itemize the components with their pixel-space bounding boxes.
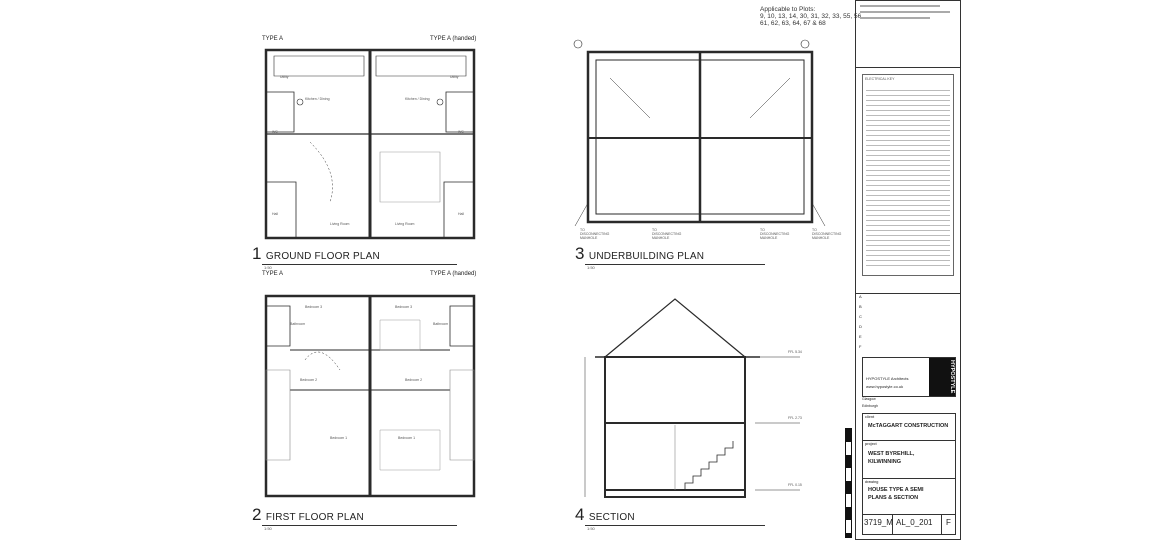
- revision-row: E: [859, 334, 862, 339]
- manhole-label: TO DISCONNECTING MANHOLE: [580, 228, 610, 240]
- underbuilding-plan-drawing: [573, 39, 830, 228]
- drawing-number: 2: [252, 505, 262, 524]
- drawing-label: drawing: [865, 480, 879, 484]
- scale-bar: [845, 428, 852, 538]
- drawing-name-1: HOUSE TYPE A SEMI: [868, 487, 924, 493]
- drawing-title-1: 1 GROUND FLOOR PLAN 1:50: [252, 244, 457, 270]
- practice-name: HYPOSTYLE Architects: [866, 376, 909, 381]
- drawing-name-2: PLANS & SECTION: [868, 495, 919, 501]
- drawing-title: FIRST FLOOR PLAN: [265, 512, 364, 523]
- first-floor-plan-drawing: [250, 280, 490, 505]
- plots-note: Applicable to Plots: 9, 10, 13, 14, 30, …: [760, 6, 863, 27]
- office-glasgow: Glasgow: [862, 397, 876, 401]
- title-block: ELECTRICAL KEY A B C D E F HYPOSTYLE HYP…: [855, 0, 961, 540]
- plots-heading: Applicable to Plots:: [760, 6, 816, 13]
- type-a-handed-label-ff: TYPE A (handed): [430, 271, 477, 277]
- revision-row: B: [859, 304, 862, 309]
- level-label: FFL 0.15: [788, 483, 802, 487]
- type-a-handed-label-gf: TYPE A (handed): [430, 36, 477, 42]
- electrical-key-panel: ELECTRICAL KEY: [862, 74, 954, 276]
- project-info: client McTAGGART CONSTRUCTION project WE…: [862, 413, 956, 535]
- job-number: 3719_M: [864, 518, 893, 527]
- drawing-title-2: 2 FIRST FLOOR PLAN 1:50: [252, 505, 457, 531]
- drawing-scale: 1:50: [264, 265, 272, 270]
- drawing-title: GROUND FLOOR PLAN: [265, 251, 380, 262]
- current-revision: F: [946, 518, 951, 527]
- revisions-table: A B C D E F: [856, 293, 960, 356]
- manhole-label: TO DISCONNECTING MANHOLE: [812, 228, 842, 240]
- room-label: Utility: [280, 75, 289, 79]
- offices: Glasgow Edinburgh: [862, 397, 878, 408]
- room-label: Bedroom 3: [395, 305, 413, 309]
- room-label: Kitchen / Dining: [305, 97, 330, 101]
- revision-row: F: [859, 344, 862, 349]
- drawing-title-4: 4 SECTION 1:50: [575, 505, 765, 531]
- type-a-label-gf: TYPE A: [262, 36, 284, 42]
- practice-website[interactable]: www.hypostyle.co.uk: [866, 384, 904, 389]
- type-a-label-ff: TYPE A: [262, 271, 284, 277]
- room-label: Bedroom 1: [330, 436, 348, 440]
- project-label: project: [865, 442, 877, 446]
- room-label: Living Room: [395, 222, 415, 226]
- section-drawing: [575, 295, 805, 505]
- level-label: FFL 2.73: [788, 416, 802, 420]
- project-name-2: KILWINNING: [868, 459, 901, 465]
- drawing-number: 4: [575, 505, 585, 524]
- manhole-label: TO DISCONNECTING MANHOLE: [760, 228, 790, 240]
- drawing-scale: 1:50: [587, 265, 595, 270]
- plots-line-1: 9, 10, 13, 14, 30, 31, 32, 33, 55, 56,: [760, 13, 863, 20]
- drawing-title: UNDERBUILDING PLAN: [588, 251, 705, 262]
- drawing-scale: 1:50: [587, 526, 595, 531]
- notes-panel: [856, 5, 960, 68]
- revision-row: D: [859, 324, 862, 329]
- plots-line-2: 61, 62, 63, 64, 67 & 68: [760, 20, 826, 27]
- room-label: Bedroom 2: [300, 378, 318, 382]
- room-label: Kitchen / Dining: [405, 97, 430, 101]
- room-label: Bedroom 3: [305, 305, 323, 309]
- drawing-number: 3: [575, 244, 585, 263]
- room-label: Living Room: [330, 222, 350, 226]
- manhole-label: TO DISCONNECTING MANHOLE: [652, 228, 682, 240]
- room-label: WC: [458, 130, 464, 134]
- office-edinburgh: Edinburgh: [862, 404, 878, 408]
- room-label: Bedroom 2: [405, 378, 423, 382]
- level-label: FFL 5.34: [788, 350, 802, 354]
- room-label: WC: [272, 130, 278, 134]
- room-label: Bathroom: [290, 322, 306, 326]
- room-label: Bathroom: [433, 322, 449, 326]
- electrical-key-heading: ELECTRICAL KEY: [865, 77, 895, 81]
- drawing-title-3: 3 UNDERBUILDING PLAN 1:50: [575, 244, 765, 270]
- room-label: Hall: [458, 212, 465, 216]
- drawing-scale: 1:50: [264, 526, 272, 531]
- revision-row: C: [859, 314, 862, 319]
- room-label: Utility: [450, 75, 459, 79]
- project-name-1: WEST BYREHILL,: [868, 451, 915, 457]
- drawing-number-code: AL_0_201: [896, 518, 933, 527]
- revision-row: A: [859, 294, 862, 299]
- drawing-title: SECTION: [588, 512, 635, 523]
- room-label: Hall: [272, 212, 279, 216]
- drawing-number: 1: [252, 244, 262, 263]
- hypostyle-logo: HYPOSTYLE: [929, 358, 955, 396]
- ground-floor-plan-drawing: [250, 42, 490, 242]
- practice-box: HYPOSTYLE HYPOSTYLE Architects www.hypos…: [862, 357, 956, 397]
- room-label: Bedroom 1: [398, 436, 416, 440]
- client-name: McTAGGART CONSTRUCTION: [868, 423, 949, 429]
- client-label: client: [865, 415, 875, 419]
